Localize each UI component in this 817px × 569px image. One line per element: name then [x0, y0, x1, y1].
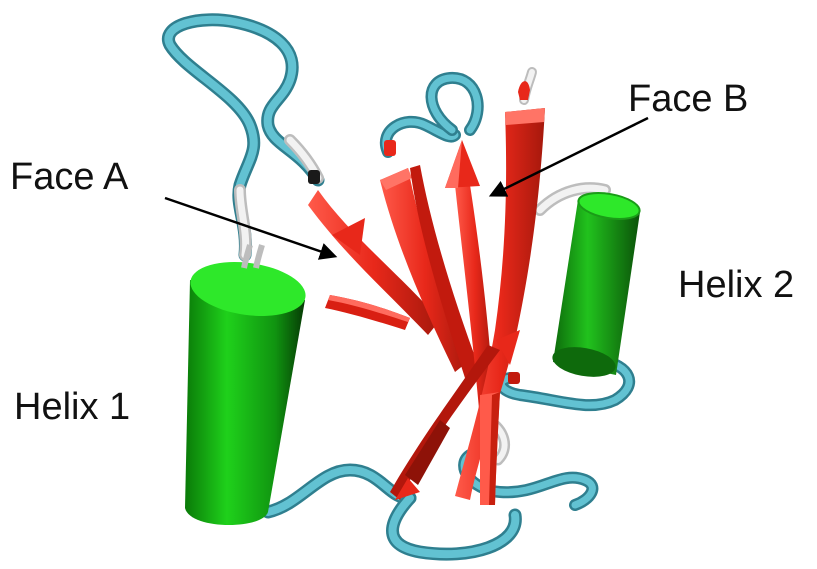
helix-1-cylinder [185, 245, 309, 525]
helix-1-label: Helix 1 [14, 388, 130, 426]
face-a-label: Face A [10, 158, 128, 196]
helix-2-cylinder [550, 189, 642, 382]
loop-top-left [168, 20, 318, 255]
helix-2-label: Helix 2 [678, 266, 794, 304]
face-b-label: Face B [628, 80, 748, 118]
